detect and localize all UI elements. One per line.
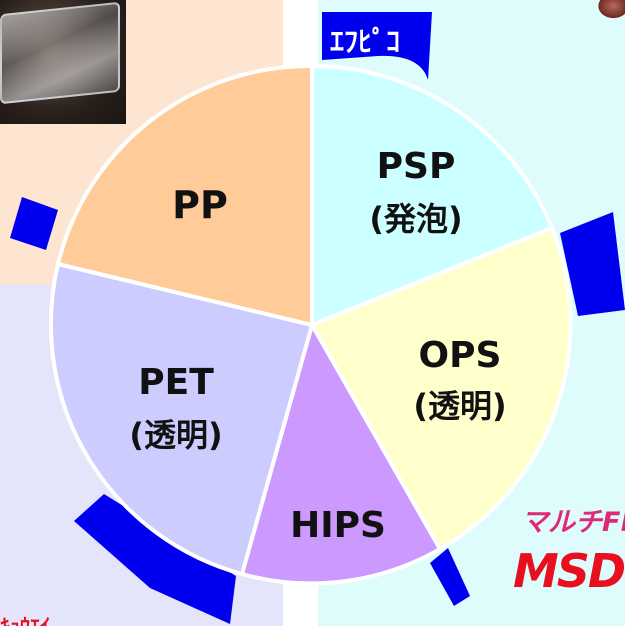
segment-psp — [310, 63, 555, 328]
segment-pp — [55, 63, 314, 328]
brand-bottom-partial: ｷｮｳｴｲ — [0, 614, 50, 626]
segment-ops-label: OPS — [419, 335, 502, 376]
brand-msd-logo: MSD — [513, 544, 625, 598]
rim-tab-pet — [74, 494, 236, 624]
callout-shape — [322, 12, 432, 80]
segment-hips-label: HIPS — [290, 505, 386, 546]
segment-pet — [49, 261, 315, 577]
brand-multi-text: マルチFl — [521, 507, 625, 538]
callout-epico: ｴﾌﾋﾟｺ — [322, 12, 432, 80]
segment-psp-sublabel: (発泡) — [369, 200, 462, 238]
segment-pp-label: PP — [172, 183, 228, 227]
segment-hips — [239, 319, 443, 586]
segment-ops — [309, 225, 573, 552]
rim-tab-pp — [10, 197, 58, 250]
segment-pet-label: PET — [138, 362, 214, 403]
segment-pet-sublabel: (透明) — [129, 416, 222, 454]
callout-text: ｴﾌﾋﾟｺ — [330, 25, 400, 58]
rim-tab-ops — [560, 212, 625, 316]
container-photo — [0, 0, 126, 124]
rim-tab-hips — [430, 548, 470, 606]
product-photo-partial — [596, 0, 625, 20]
rim-tabs — [10, 197, 625, 624]
segment-ops-sublabel: (透明) — [413, 387, 506, 425]
segment-psp-label: PSP — [377, 146, 456, 187]
